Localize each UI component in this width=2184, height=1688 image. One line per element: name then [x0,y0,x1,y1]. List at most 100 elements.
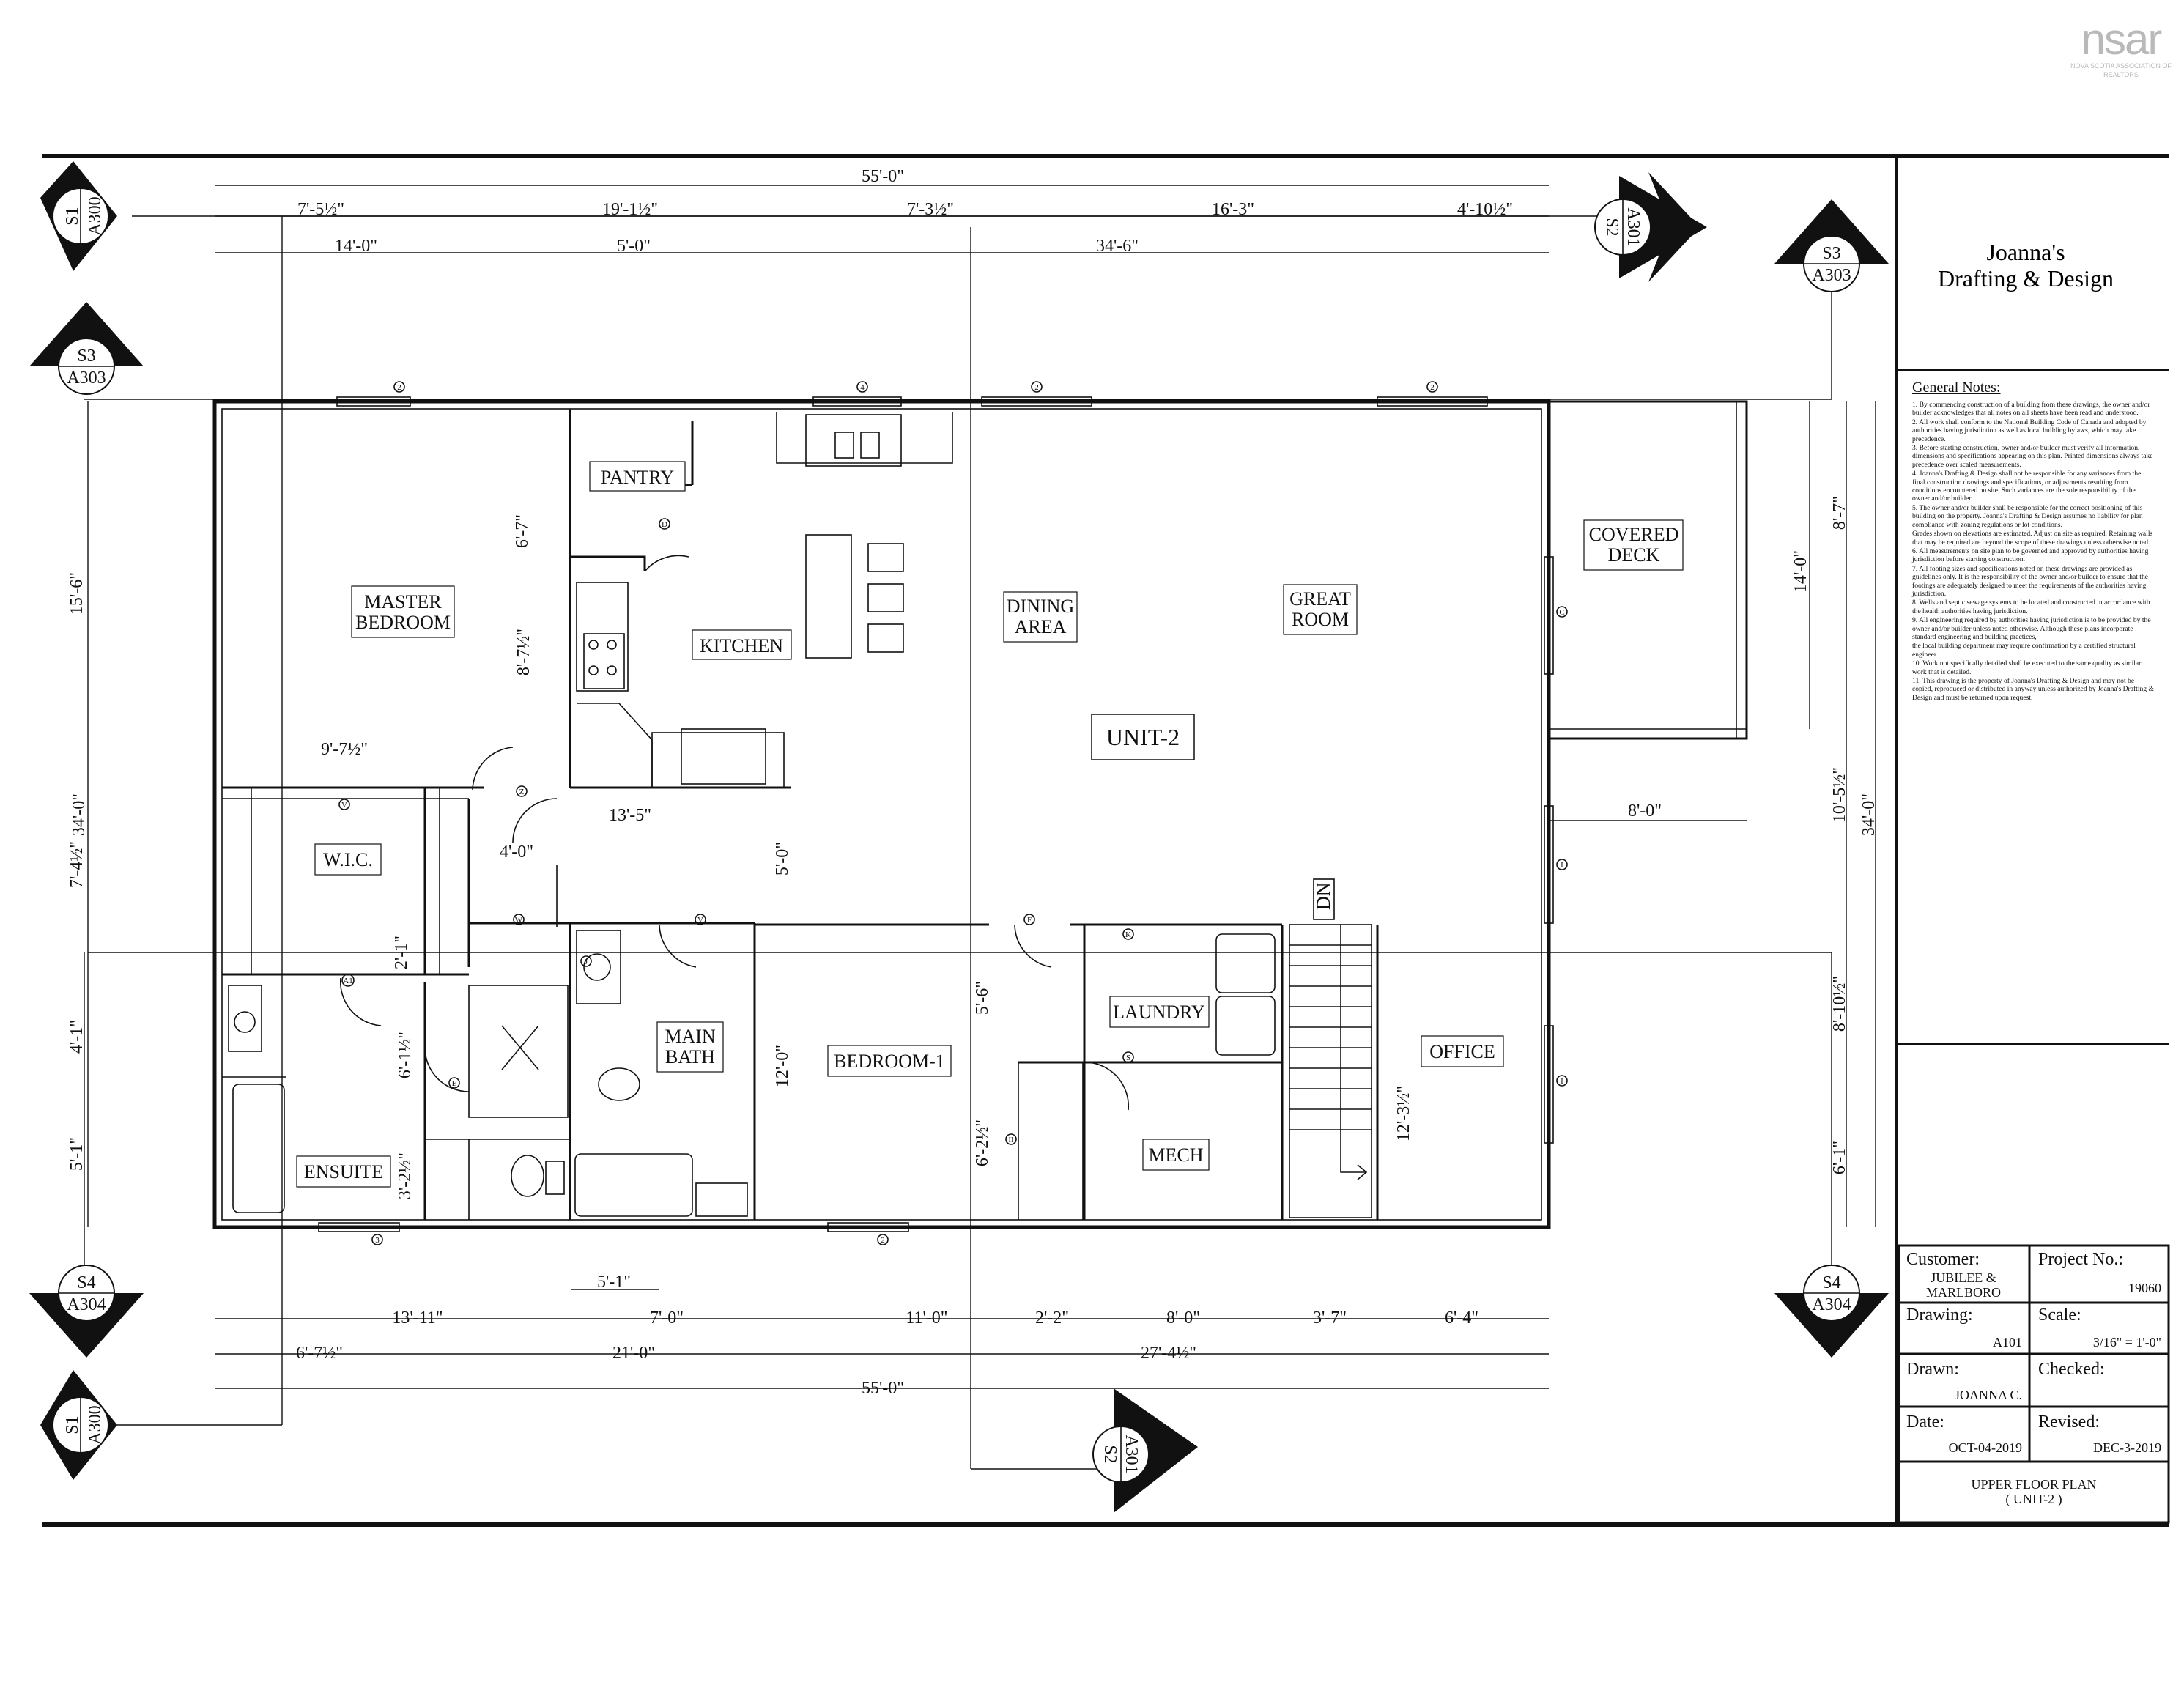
window-tag: I [1561,1077,1563,1086]
watermark-logo: nsar [2081,15,2163,64]
note-item: Grades shown on elevations are estimated… [1912,530,2153,547]
laundry-label: LAUNDRY [1113,1002,1205,1023]
door-tag: F [1027,916,1032,925]
dim-right-1: 10'-5½" [1830,767,1849,823]
drawing-value: A101 [1993,1335,2022,1350]
dim-bottom-row2-3: 27'-4½" [1141,1344,1196,1363]
range-stove [583,633,625,689]
pantry-label: PANTRY [601,467,674,488]
section-marker-s3-left: S3 A303 [29,302,144,395]
dim-top-row2-1: 14'-0" [335,237,377,256]
dim-bottom-row2-2: 21'-0" [612,1344,655,1363]
section-s1-top-l2: A300 [86,196,105,235]
dim-left-2: 7'-4½" [67,841,86,888]
section-s2-top-l1: S2 [1602,218,1621,236]
note-item: 3. Before starting construction, owner a… [1912,444,2153,469]
dim-top-5: 4'-10½" [1457,200,1513,219]
ensuite-vanity [228,985,262,1052]
door-tag: E [452,1079,457,1088]
firm-name-line1: Joanna's [1986,239,2065,265]
dim-wic-small: 2'-1" [392,936,411,969]
kitchen-island [805,534,852,659]
dim-bottom-row2-1: 6'-7½" [296,1344,343,1363]
window-tag: 4 [860,383,865,392]
main-bath-tub [574,1153,693,1217]
dim-left-3: 4'-1" [67,1020,86,1054]
door-tag: W [515,916,523,925]
covered-deck-label-l1: COVERED [1589,524,1679,545]
kitchen-sink [805,414,902,467]
ensuite-tub [232,1084,285,1213]
note-item: 4. Joanna's Drafting & Design shall not … [1912,470,2142,503]
dimension-lines [87,185,1876,1389]
door-tag: Z [519,788,525,796]
staircase: DN [1289,878,1372,1218]
project-no-label: Project No.: [2038,1250,2123,1269]
section-s4-right-l2: A304 [1812,1295,1851,1314]
window-tag: 3 [375,1236,380,1245]
windows [318,396,1554,1232]
exterior-walls [212,399,1551,1229]
window-tag: 2 [397,383,401,392]
section-s1-top-l1: S1 [63,207,82,225]
section-s4-right-l1: S4 [1822,1273,1840,1292]
dim-hall: 13'-5" [609,806,651,825]
covered-deck-label-l2: DECK [1608,544,1660,566]
revised-label: Revised: [2038,1413,2100,1432]
interior-walls [222,409,1379,1220]
dining-area-label-l1: DINING [1007,596,1074,617]
dim-top-overall: 55'-0" [862,167,904,186]
kitchen-fixtures [576,412,953,788]
section-s2-top-l2: A301 [1624,207,1643,246]
dim-bottom-6: 3'-7" [1313,1308,1347,1328]
dim-bottom-2: 7'-0" [650,1308,684,1328]
door-tag: V [697,916,703,925]
scale-label: Scale: [2038,1306,2081,1325]
section-marker-s3-right: S3 A303 [1774,199,1889,292]
dim-top-row2-2: 5'-0" [617,237,651,256]
main-bath-label-l2: BATH [665,1046,715,1067]
bar-stool [867,583,904,612]
ensuite-shower [468,985,569,1118]
unit-label: UNIT-2 [1106,724,1180,750]
section-marker-s4-left: S4 A304 [29,1265,144,1358]
section-s4-left-l1: S4 [77,1273,95,1292]
office-label: OFFICE [1429,1041,1495,1062]
stair-dn-label: DN [1313,882,1334,910]
customer-label: Customer: [1906,1250,1980,1269]
laundry-appliances [1215,933,1276,1056]
dim-bedroom-height: 12'-0" [773,1045,792,1087]
master-bedroom-label-l1: MASTER [364,591,442,612]
window-tag: I [1561,861,1563,870]
great-room-label-l1: GREAT [1289,588,1351,610]
dim-left-1: 15'-6" [67,572,86,615]
bar-stool [867,623,904,653]
drawn-label: Drawn: [1906,1360,1959,1379]
section-s3-left-l1: S3 [77,347,95,366]
door-tag: V [341,801,347,810]
revised-value: DEC-3-2019 [2093,1440,2161,1455]
main-bath-toilet [598,1067,640,1101]
general-notes: General Notes: 1. By commencing construc… [1912,380,2154,703]
dryer [1215,996,1276,1056]
room-labels: MASTER BEDROOM PANTRY KITCHEN DINING ARE… [296,461,1684,1188]
dim-top-row2-3: 34'-6" [1096,237,1139,256]
nsar-watermark: nsar NOVA SCOTIA ASSOCIATION OF REALTORS [2066,18,2176,79]
scale-value: 3/16" = 1'-0" [2093,1335,2161,1350]
note-item: 10. Work not specifically detailed shall… [1912,659,2142,676]
door-tag: A1 [343,977,352,985]
note-item: 8. Wells and septic sewage systems to be… [1912,599,2150,615]
section-marker-s2-bottom: S2 A301 [1092,1388,1198,1513]
date-label: Date: [1906,1413,1944,1432]
customer-line1: JUBILEE & [1931,1270,1996,1285]
dim-linen: 4'-0" [500,843,533,862]
door-tag: S [1126,1054,1130,1062]
door-tag: II [1008,1136,1014,1144]
dim-wic-width: 9'-7½" [321,740,368,759]
ensuite-label: ENSUITE [304,1161,383,1182]
note-item: the local building department may requir… [1912,642,2136,659]
dim-bottom-4: 2'-2" [1035,1308,1069,1328]
date-value: OCT-04-2019 [1949,1440,2022,1455]
note-item: 11. This drawing is the property of Joan… [1912,677,2154,702]
covered-deck [1547,400,1748,740]
